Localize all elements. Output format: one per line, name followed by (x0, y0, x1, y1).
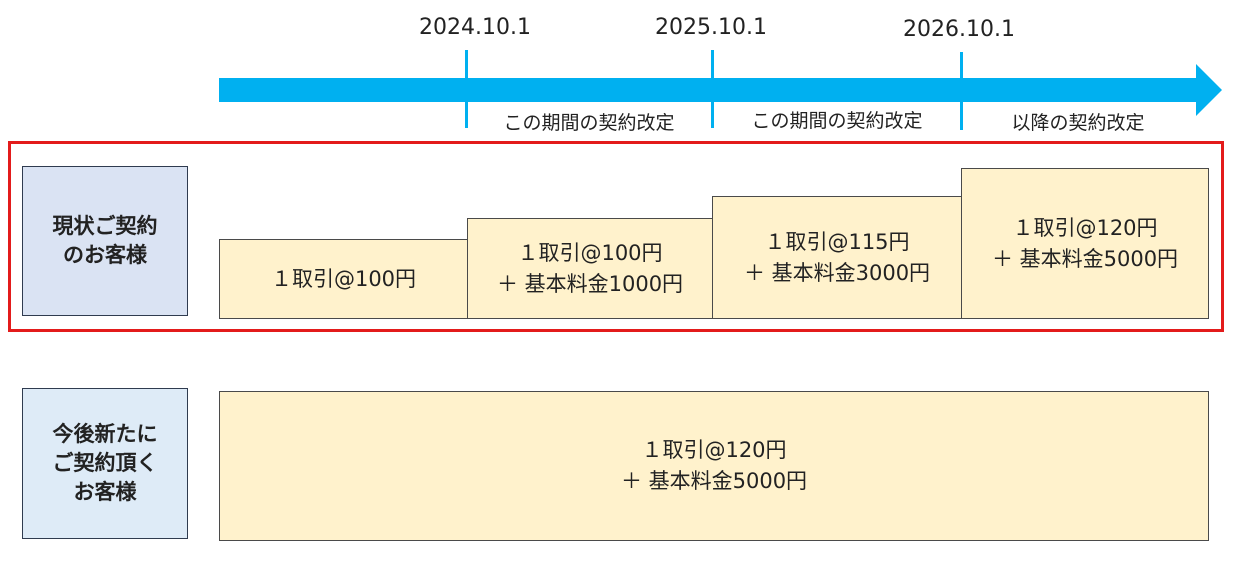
price-step-2-line1: １取引@100円 (517, 240, 663, 265)
existing-price-step-2: １取引@100円 ＋ 基本料金1000円 (467, 218, 713, 319)
timeline-tick-2025 (711, 50, 714, 128)
price-step-3-line2: ＋ 基本料金3000円 (743, 260, 931, 285)
date-label-2026: 2026.10.1 (903, 17, 1015, 42)
period-label-3: 以降の契約改定 (1011, 112, 1145, 134)
period-label-2: この期間の契約改定 (751, 110, 923, 132)
existing-price-step-3: １取引@115円 ＋ 基本料金3000円 (712, 196, 962, 319)
period-label-1: この期間の契約改定 (503, 112, 675, 134)
price-step-3-line1: １取引@115円 (764, 229, 910, 254)
new-customers-price-box: １取引@120円 ＋ 基本料金5000円 (219, 391, 1209, 541)
date-label-2025: 2025.10.1 (655, 15, 767, 40)
existing-customers-highlight-frame (8, 141, 1224, 332)
price-step-4-line1: １取引@120円 (1012, 215, 1158, 240)
existing-price-step-4: １取引@120円 ＋ 基本料金5000円 (961, 168, 1209, 319)
timeline-arrow (219, 64, 1222, 116)
new-customers-label: 今後新たに ご契約頂く お客様 (22, 388, 188, 539)
timeline-tick-2026 (960, 52, 963, 130)
date-label-2024: 2024.10.1 (419, 15, 531, 40)
price-step-1-line1: １取引@100円 (270, 266, 417, 291)
new-price-line1: １取引@120円 (641, 438, 787, 462)
existing-price-step-1: １取引@100円 (219, 239, 468, 319)
existing-customers-label: 現状ご契約 のお客様 (22, 166, 188, 316)
price-step-2-line2: ＋ 基本料金1000円 (496, 271, 684, 296)
new-price-line2: ＋ 基本料金5000円 (620, 469, 808, 493)
price-step-4-line2: ＋ 基本料金5000円 (991, 246, 1179, 271)
timeline-tick-2024 (465, 50, 468, 128)
